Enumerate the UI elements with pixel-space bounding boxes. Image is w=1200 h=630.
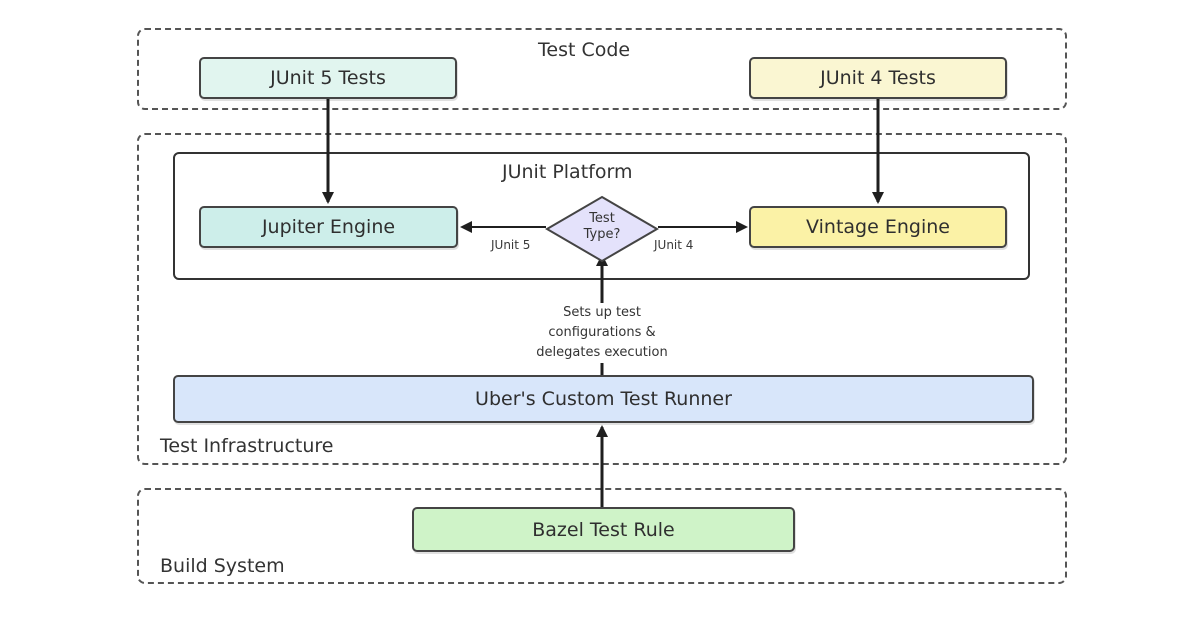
- edge-label-junit5: JUnit 5: [491, 238, 531, 252]
- bazel-test-rule-node: Bazel Test Rule: [412, 507, 795, 552]
- test-infrastructure-group-label: Test Infrastructure: [160, 435, 334, 457]
- jupiter-engine-node: Jupiter Engine: [199, 206, 458, 248]
- junit5-tests-node: JUnit 5 Tests: [199, 57, 457, 99]
- test-code-group: [137, 28, 1067, 110]
- runner-edge-label-line1: Sets up test: [563, 305, 641, 320]
- runner-edge-label-line2: configurations &: [548, 325, 656, 340]
- junit4-tests-node: JUnit 4 Tests: [749, 57, 1007, 99]
- test-code-group-label: Test Code: [538, 39, 631, 61]
- runner-edge-label: Sets up test configurations & delegates …: [502, 303, 702, 363]
- junit-platform-label: JUnit Platform: [502, 161, 633, 183]
- decision-label: Test Type?: [562, 211, 642, 243]
- custom-runner-node: Uber's Custom Test Runner: [173, 375, 1034, 423]
- vintage-engine-node: Vintage Engine: [749, 206, 1007, 248]
- decision-label-line2: Type?: [583, 227, 621, 242]
- edge-label-junit4: JUnit 4: [654, 238, 694, 252]
- build-system-group-label: Build System: [160, 555, 285, 577]
- decision-label-line1: Test: [589, 211, 615, 226]
- runner-edge-label-line3: delegates execution: [536, 345, 668, 360]
